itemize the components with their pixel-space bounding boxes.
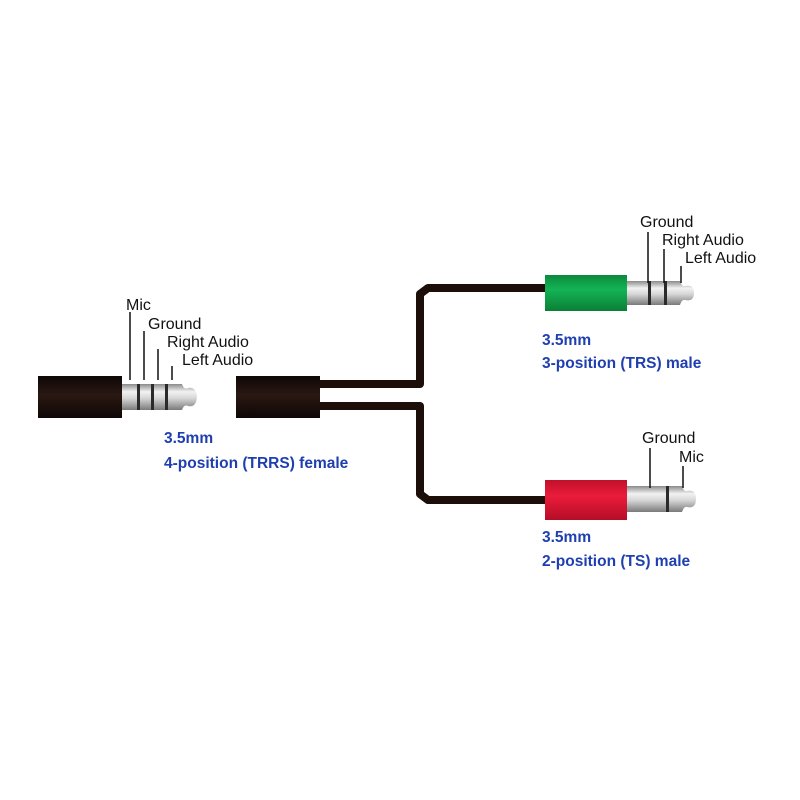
- trrs-spec-line-1: 3.5mm: [164, 430, 213, 447]
- ts-plug-shaft: [627, 486, 679, 512]
- trs-label-right-audio: Right Audio: [662, 232, 744, 249]
- trrs-plug-shaft: [122, 384, 178, 410]
- trrs-label-ground: Ground: [148, 316, 201, 333]
- trs-ring-divider-1: [648, 281, 651, 305]
- trs-spec-line-1: 3.5mm: [542, 332, 591, 349]
- trrs-ring-divider-1: [137, 384, 140, 410]
- trs-label-ground: Ground: [640, 214, 693, 231]
- trs-plug-tip: [677, 281, 694, 305]
- trrs-plug: Mic Ground Right Audio Left Audio: [38, 297, 253, 418]
- trs-label-left-audio: Left Audio: [685, 250, 756, 267]
- trs-ring-divider-2: [664, 281, 667, 305]
- ts-label-ground: Ground: [642, 430, 695, 447]
- ts-ring-divider: [666, 486, 669, 512]
- trrs-label-left-audio: Left Audio: [182, 352, 253, 369]
- ts-spec-line-1: 3.5mm: [542, 529, 591, 546]
- trrs-label-right-audio: Right Audio: [167, 334, 249, 351]
- trrs-label-mic: Mic: [126, 297, 151, 314]
- trs-plug-body: [545, 275, 627, 311]
- trs-plug-shaft: [627, 281, 677, 305]
- cable-upper-branch: [318, 284, 545, 388]
- trs-spec-line-2: 3-position (TRS) male: [542, 355, 702, 372]
- cable-lower-branch: [318, 402, 545, 504]
- trrs-female-jack: [236, 376, 320, 418]
- trrs-ring-divider-3: [165, 384, 168, 410]
- trs-plug: Ground Right Audio Left Audio: [545, 214, 756, 311]
- splitter-cable: [236, 284, 545, 504]
- ts-spec-line-2: 2-position (TS) male: [542, 553, 691, 570]
- ts-label-mic: Mic: [679, 449, 704, 466]
- ts-plug-tip: [679, 486, 696, 512]
- trrs-ring-divider-2: [151, 384, 154, 410]
- ts-plug-body: [545, 480, 627, 520]
- trrs-spec-line-2: 4-position (TRRS) female: [164, 455, 349, 472]
- ts-plug: Ground Mic: [545, 430, 704, 520]
- trrs-plug-tip: [178, 384, 197, 410]
- trrs-plug-body: [38, 376, 122, 418]
